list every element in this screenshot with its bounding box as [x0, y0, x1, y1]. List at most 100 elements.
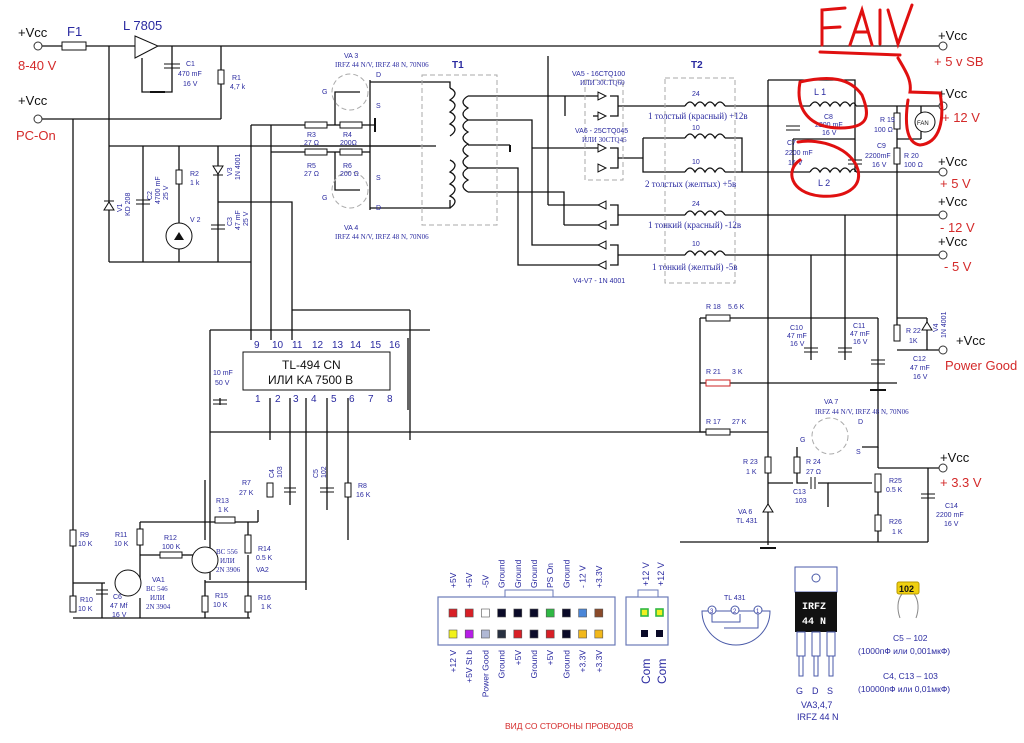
component-label: KD 208 — [125, 193, 132, 216]
component-label: VA1 — [152, 577, 165, 584]
component-label: BC 556 — [216, 548, 238, 556]
component-label: ИЛИ 30CTQ45 — [582, 136, 627, 144]
ic-tl494 — [242, 351, 391, 391]
component-label: 10 mF — [213, 370, 233, 377]
vcc-label: +Vcc — [18, 93, 48, 108]
component-label: 1N 4001 — [235, 153, 242, 180]
component-label: R 22 — [906, 328, 921, 335]
atx-pin-top-10 — [594, 608, 604, 618]
atx-pin-top-8 — [562, 608, 571, 618]
component-label: 16 V — [853, 339, 868, 346]
component-label: 2N 3904 — [146, 603, 171, 611]
component-label: 24 — [692, 201, 700, 208]
component-label: R 18 — [706, 304, 721, 311]
component-label: 16 V — [112, 612, 127, 619]
component-label: T1 — [452, 60, 464, 71]
component-label: IRFZ 44 N/V, IRFZ 48 N, 70N06 — [815, 408, 909, 416]
component-label: VA2 — [256, 567, 269, 574]
component-label: 25 V — [163, 185, 170, 200]
component-label: 10 K — [213, 602, 228, 609]
atx-pin-bottom-2 — [464, 629, 474, 639]
p4-connector: +12 V +12 V Com Com — [625, 562, 669, 684]
component-label: 100 Ω — [874, 127, 893, 134]
component-label: 16 V — [183, 81, 198, 88]
component-label: BC 546 — [146, 585, 168, 593]
atx-pin-top-1 — [448, 608, 458, 618]
component-label: 10 — [272, 340, 284, 351]
component-label: 16 V — [944, 521, 959, 528]
component-label: 16 V — [790, 341, 805, 348]
atx-pin-bottom-8 — [562, 629, 571, 639]
component-label: 16 V — [872, 162, 887, 169]
component-label: R15 — [215, 593, 228, 600]
component-label: R2 — [190, 171, 199, 178]
atx-bottom-label: Ground — [561, 650, 571, 679]
atx-bottom-label: Power Good — [480, 650, 490, 698]
component-label: R 24 — [806, 459, 821, 466]
component-label: 4 — [311, 394, 317, 405]
atx-pin-top-7 — [545, 608, 555, 618]
component-label: G — [796, 686, 803, 696]
input-voltage-label: 8-40 V — [18, 58, 57, 73]
component-label: C14 — [945, 503, 958, 510]
component-label: 4700 mF — [155, 176, 162, 204]
svg-text:G: G — [322, 89, 327, 96]
component-label: (10000пФ или 0,01мкФ) — [858, 684, 950, 694]
component-label: 2200mF — [865, 153, 891, 160]
component-label: 27 K — [732, 419, 747, 426]
5vsb-label: + 5 v SB — [934, 54, 984, 69]
component-label: 1N 4001 — [941, 311, 948, 338]
vcc-label: +Vcc — [940, 450, 970, 465]
atx-pin-top-4 — [497, 608, 506, 618]
component-label: 10 K — [78, 541, 93, 548]
component-label: R4 — [343, 132, 352, 139]
atx-top-label: Ground — [497, 559, 507, 588]
5v-label: + 5 V — [940, 176, 971, 191]
component-label: 25 V — [243, 211, 250, 226]
wiring — [42, 45, 940, 619]
atx-top-label: +3.3V — [594, 565, 604, 588]
transformer-t2 — [664, 77, 736, 284]
component-label: 200Ω — [340, 140, 357, 147]
component-label: 2 — [275, 394, 281, 405]
component-label: 47 Mf — [110, 603, 128, 610]
fan-annotation — [790, 3, 944, 198]
component-label: R26 — [889, 519, 902, 526]
component-label: 103 — [795, 498, 807, 505]
component-label: V 2 — [190, 217, 201, 224]
component-label: C6 — [113, 594, 122, 601]
component-label: 16 — [389, 340, 401, 351]
component-label: VA 3 — [344, 53, 358, 60]
transformer-t1 — [421, 74, 498, 226]
component-label: 100 Ω — [904, 162, 923, 169]
terminal-power-good — [938, 345, 948, 355]
component-label: R 20 — [904, 153, 919, 160]
component-label: C4 — [269, 469, 276, 478]
terminal-input — [33, 41, 43, 51]
component-label: 7 — [368, 394, 374, 405]
vcc-label: +Vcc — [938, 86, 968, 101]
atx-bottom-label: +3.3V — [578, 650, 588, 673]
svg-text:S: S — [376, 103, 381, 110]
component-label: VA 7 — [824, 399, 838, 406]
component-label: IRFZ 44 N/V, IRFZ 48 N, 70N06 — [335, 61, 429, 69]
component-label: 1 — [255, 394, 261, 405]
component-label: 1 K — [892, 529, 903, 536]
component-labels: F1 L 7805 C1 470 mF 16 V R1 4,7 k VA 3 I… — [67, 18, 964, 619]
component-label: 5.6 K — [728, 304, 745, 311]
component-label: C2 — [147, 191, 154, 200]
power-good-label: Power Good — [945, 358, 1017, 373]
component-label: 2200 mF — [785, 150, 813, 157]
component-label: R 23 — [743, 459, 758, 466]
atx-pin-bottom-1 — [448, 629, 458, 639]
component-label: 0.5 K — [886, 487, 903, 494]
terminal-5v — [938, 167, 948, 177]
component-label: 1 K — [218, 507, 229, 514]
component-label: C4, C13 – 103 — [883, 671, 938, 681]
component-label: IRFZ 44 N — [797, 712, 839, 722]
connector-caption: ВИД СО СТОРОНЫ ПРОВОДОВ — [505, 721, 634, 731]
atx-pin-bottom-5 — [513, 629, 523, 639]
component-label: C11 — [853, 323, 865, 330]
component-label: 47 mF — [910, 365, 930, 372]
component-label: 3 K — [732, 369, 743, 376]
